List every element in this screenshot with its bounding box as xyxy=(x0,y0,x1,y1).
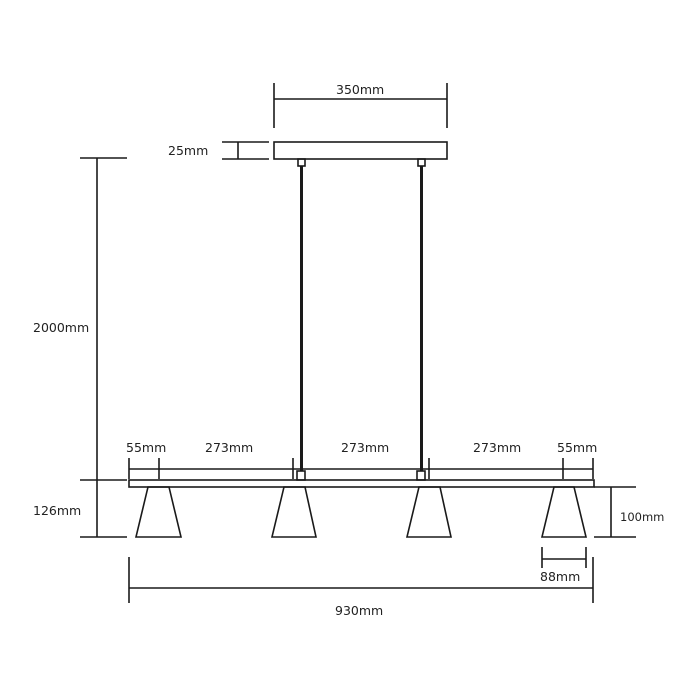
height-dimensions xyxy=(80,157,127,538)
canopy-width-dimension xyxy=(273,83,448,128)
lamp-shade xyxy=(270,486,317,538)
spacing-dimension xyxy=(128,458,594,479)
canopy-height-dimension xyxy=(222,141,269,160)
end-offset-left-label: 55mm xyxy=(126,440,167,455)
spacing-1-label: 273mm xyxy=(205,440,254,455)
total-length-dimension xyxy=(128,557,594,603)
shade-height-label: 100mm xyxy=(620,510,665,524)
shade-diameter-label: 88mm xyxy=(540,569,581,584)
light-bar xyxy=(128,479,595,488)
spacing-2-label: 273mm xyxy=(341,440,390,455)
cable-length-label: 2000mm xyxy=(33,320,90,335)
lamp-shade xyxy=(540,486,588,538)
canopy-width-label: 350mm xyxy=(336,82,385,97)
fixture-height-label: 126mm xyxy=(33,503,82,518)
total-length-label: 930mm xyxy=(335,603,384,618)
end-offset-right-label: 55mm xyxy=(557,440,598,455)
canopy xyxy=(273,141,448,160)
shade-height-dimension xyxy=(594,486,636,538)
suspension-cables xyxy=(296,158,426,481)
lamp-shade xyxy=(405,486,452,538)
shade-diameter-dimension xyxy=(541,547,587,568)
lamp-shade xyxy=(134,486,183,538)
spacing-3-label: 273mm xyxy=(473,440,522,455)
canopy-height-label: 25mm xyxy=(168,143,209,158)
lamp-shades xyxy=(134,486,588,538)
